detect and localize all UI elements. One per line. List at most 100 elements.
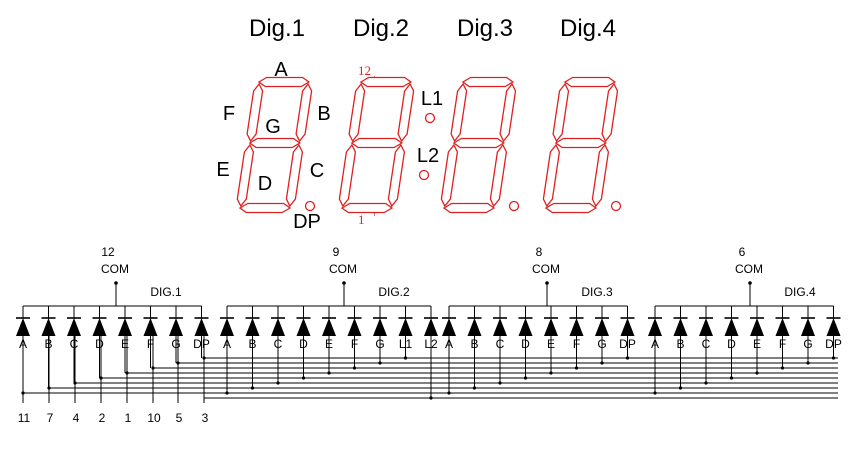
diode-b	[41, 318, 56, 336]
bottom-pin-number: 7	[47, 411, 54, 425]
segment-pin-label: C	[496, 337, 505, 351]
digit-1-dp	[304, 200, 316, 212]
diode-g	[801, 318, 815, 336]
segment-pin-label: L1	[399, 337, 413, 351]
segment-pin-label: F	[351, 337, 358, 351]
segment-pin-label: C	[702, 337, 711, 351]
colon-dot-l1	[424, 112, 436, 124]
segment-pin-label: G	[171, 337, 180, 351]
diode-f	[775, 318, 790, 336]
segment-pin-label: B	[248, 337, 256, 351]
digit-4-segment-d	[544, 202, 598, 214]
digit-group-label: DIG.2	[378, 285, 410, 299]
bottom-pin-number: 1	[125, 411, 132, 425]
digit-3-segment-g	[452, 137, 506, 149]
segment-pin-label: F	[779, 337, 786, 351]
digit-title-4: Dig.4	[560, 15, 616, 42]
bottom-pin-number: 5	[176, 411, 183, 425]
bottom-pin-number: 11	[18, 411, 31, 425]
digit-4	[542, 76, 622, 214]
diode-c	[493, 318, 507, 336]
digit-group-label: DIG.4	[784, 285, 816, 299]
digit-title-2: Dig.2	[353, 15, 409, 42]
diode-a	[220, 318, 234, 336]
segment-label-e: E	[216, 159, 229, 181]
segment-pin-label: DP	[825, 337, 842, 351]
junction-dot	[202, 356, 206, 360]
diode-c	[271, 318, 285, 336]
digit-2-segment-f	[348, 82, 366, 143]
digit-4-segment-f	[552, 82, 570, 143]
digit-1-segment-f	[246, 82, 264, 143]
diode-a	[442, 318, 456, 336]
digit-2-segment-a	[359, 76, 413, 88]
diode-dp	[826, 318, 841, 336]
segment-pin-label: B	[676, 337, 684, 351]
digit-2-segment-d	[340, 202, 394, 214]
segment-label-g: G	[265, 116, 281, 138]
segment-pin-label: A	[445, 337, 453, 351]
diode-f	[569, 318, 584, 336]
colon-label-l2: L2	[417, 145, 439, 167]
segment-label-c: C	[310, 160, 324, 182]
junction-dot	[99, 376, 103, 380]
segment-pin-label: D	[727, 337, 736, 351]
bottom-pin-number: 2	[99, 411, 106, 425]
bottom-pin-number: 3	[202, 411, 209, 425]
digit-group-label: DIG.3	[581, 285, 613, 299]
digit-1-segment-a	[257, 76, 311, 88]
digit-1-segment-d	[238, 202, 292, 214]
segment-pin-label: E	[753, 337, 761, 351]
diode-e	[118, 318, 132, 336]
segment-label-a: A	[274, 59, 288, 81]
digit-4-segment-c	[591, 143, 610, 208]
bottom-pin-number: 4	[73, 411, 80, 425]
com-pin-number: 6	[739, 245, 746, 259]
digit-4-segment-g	[554, 137, 608, 149]
diode-a	[16, 318, 30, 336]
digit-2-segment-g	[350, 137, 404, 149]
digit-2-segment-e	[338, 143, 357, 208]
com-label: COM	[329, 262, 357, 276]
junction-dot	[125, 371, 129, 375]
segment-pin-label: A	[19, 337, 27, 351]
diode-l2	[424, 318, 438, 336]
junction-dot	[176, 361, 180, 365]
com-pin-number: 12	[101, 245, 115, 259]
digit-4-segment-a	[563, 76, 617, 88]
digit-2-segment-c	[387, 143, 406, 208]
digit-1-segment-e	[236, 143, 255, 208]
diode-c	[699, 318, 713, 336]
diode-b	[245, 318, 260, 336]
segment-pin-label: G	[803, 337, 812, 351]
junction-dot	[47, 386, 51, 390]
diode-l1	[398, 318, 413, 336]
segment-pin-label: D	[95, 337, 104, 351]
com-label: COM	[101, 262, 129, 276]
com-label: COM	[735, 262, 763, 276]
segment-pin-label: C	[274, 337, 283, 351]
diode-b	[673, 318, 688, 336]
segment-pin-label: C	[70, 337, 79, 351]
digit-title-3: Dig.3	[457, 15, 513, 42]
segment-pin-label: L2	[424, 337, 438, 351]
com-terminal	[342, 281, 346, 285]
segment-pin-label: F	[573, 337, 580, 351]
diode-e	[750, 318, 764, 336]
digit-1	[236, 76, 316, 214]
schematic-wires	[21, 281, 838, 403]
diode-dp	[194, 318, 209, 336]
digit-2-segment-b	[397, 82, 415, 143]
segment-pin-label: F	[147, 337, 154, 351]
diode-g	[373, 318, 387, 336]
digit-3-segment-f	[450, 82, 468, 143]
com-pin-number: 8	[536, 245, 543, 259]
segment-pin-label: G	[597, 337, 606, 351]
diode-e	[544, 318, 558, 336]
digit-1-segment-b	[295, 82, 313, 143]
digit-group-label: DIG.1	[150, 285, 182, 299]
segment-label-dp: DP	[293, 211, 321, 233]
colon-label-l1: L1	[421, 88, 443, 110]
diode-f	[143, 318, 158, 336]
